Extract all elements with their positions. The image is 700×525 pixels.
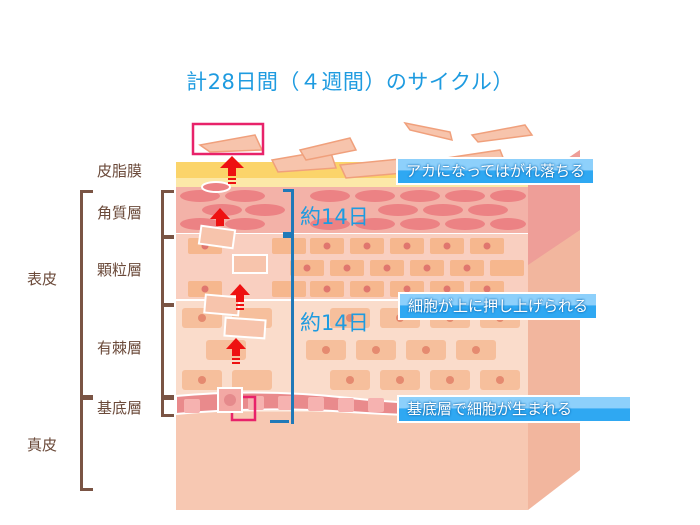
spinosum-bracket — [161, 304, 174, 398]
shed-cell-highlight — [191, 122, 265, 156]
label-dermis: 真皮 — [27, 436, 58, 454]
callout-pushed: 細胞が上に押し上げられる — [398, 292, 599, 320]
label-basale: 基底層 — [97, 399, 143, 417]
diagram-title: 計28日間（４週間）のサイクル） — [186, 70, 514, 94]
lower-duration-label: 約14日 — [300, 311, 369, 335]
upper-duration-bracket — [283, 189, 294, 235]
label-spinosum: 有棘層 — [97, 339, 143, 357]
basale-bracket — [161, 397, 174, 417]
corneum-bracket — [161, 190, 174, 238]
label-corneum: 角質層 — [97, 204, 143, 222]
granulosum-bracket — [161, 236, 174, 306]
upper-duration-label: 約14日 — [300, 205, 369, 229]
dermis-bracket — [80, 397, 93, 491]
up-arrow-icons — [210, 156, 250, 364]
dermis-layer — [176, 412, 528, 510]
label-sebum: 皮脂膜 — [97, 162, 143, 180]
label-granulosum: 顆粒層 — [97, 261, 143, 279]
lower-duration-bracket — [283, 235, 294, 424]
label-epidermis: 表皮 — [27, 270, 58, 288]
callout-shed: アカになってはがれ落ちる — [396, 157, 595, 185]
epidermis-bracket — [80, 190, 93, 398]
callout-born: 基底層で細胞が生まれる — [397, 395, 632, 423]
